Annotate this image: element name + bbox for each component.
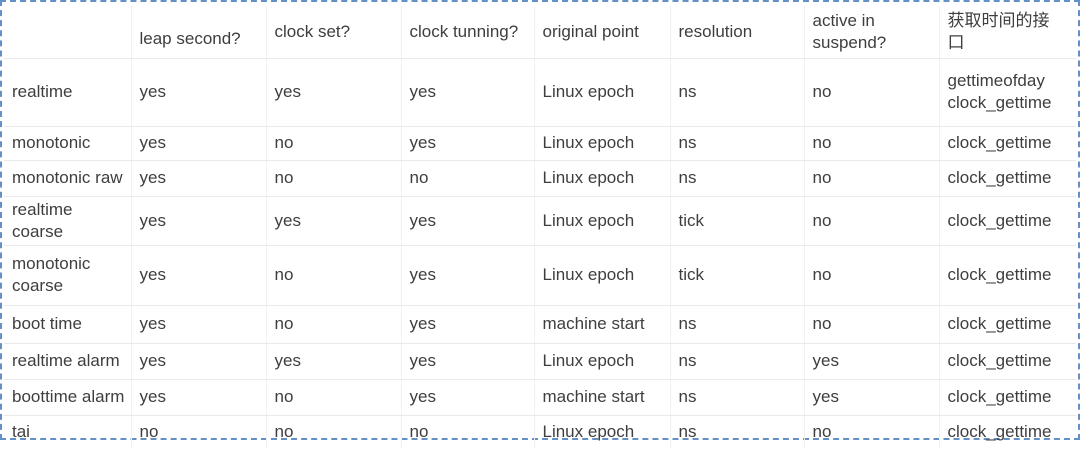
table-cell: no — [265, 379, 401, 416]
table-cell: clock_gettime — [938, 196, 1076, 246]
row-label: realtime alarm — [4, 343, 131, 380]
column-header-empty — [4, 6, 131, 59]
table-row-realtime: realtime yes yes yes Linux epoch ns no g… — [4, 58, 1076, 127]
column-header-leap-second: leap second? — [130, 6, 266, 59]
row-label: boottime alarm — [4, 379, 131, 416]
table-cell: yes — [400, 305, 534, 344]
table-cell: Linux epoch — [533, 160, 670, 197]
table-cell: yes — [803, 379, 939, 416]
table-cell: yes — [130, 245, 266, 306]
table-cell: Linux epoch — [533, 58, 670, 127]
table-cell: yes — [400, 58, 534, 127]
row-label: boot time — [4, 305, 131, 344]
table-cell: yes — [265, 343, 401, 380]
table-cell: yes — [130, 379, 266, 416]
table-cell: ns — [669, 343, 804, 380]
table-cell: yes — [400, 379, 534, 416]
table-cell: no — [265, 160, 401, 197]
table-row-monotonic-coarse: monotonic coarse yes no yes Linux epoch … — [4, 245, 1076, 306]
table-cell: yes — [803, 343, 939, 380]
table-header-row: leap second? clock set? clock tunning? o… — [4, 6, 1076, 59]
column-header-time-api-label: 获取时间的接口 — [947, 10, 1050, 52]
table-cell: yes — [130, 58, 266, 127]
table-cell: no — [803, 415, 939, 449]
table-cell: ns — [669, 126, 804, 161]
table-cell: clock_gettime — [938, 245, 1076, 306]
table-cell: yes — [400, 343, 534, 380]
table-cell: no — [803, 58, 939, 127]
table-cell: ns — [669, 305, 804, 344]
table-cell: no — [265, 245, 401, 306]
table-cell: machine start — [533, 379, 670, 416]
table-cell: Linux epoch — [533, 126, 670, 161]
table-cell: clock_gettime — [938, 343, 1076, 380]
column-header-resolution: resolution — [669, 6, 804, 59]
table-cell: tick — [669, 245, 804, 306]
table-cell: yes — [265, 196, 401, 246]
column-header-time-api: 获取时间的接口 — [938, 6, 1076, 59]
row-label: monotonic — [4, 126, 131, 161]
row-label: realtime coarse — [4, 196, 131, 246]
column-header-active-in-suspend: active in suspend? — [803, 6, 939, 59]
table-cell: ns — [669, 415, 804, 449]
table-cell: clock_gettime — [938, 415, 1076, 449]
table-cell: Linux epoch — [533, 343, 670, 380]
table-cell: ns — [669, 379, 804, 416]
table-cell: yes — [130, 305, 266, 344]
table-cell: machine start — [533, 305, 670, 344]
table-cell: no — [265, 126, 401, 161]
table-cell: no — [265, 305, 401, 344]
table-row-boot-time: boot time yes no yes machine start ns no… — [4, 305, 1076, 344]
table-cell: yes — [130, 343, 266, 380]
table-cell: clock_gettime — [938, 160, 1076, 197]
table-cell: yes — [400, 126, 534, 161]
table-cell: Linux epoch — [533, 196, 670, 246]
table-cell: no — [803, 126, 939, 161]
table-cell: yes — [130, 126, 266, 161]
table-cell: clock_gettime — [938, 126, 1076, 161]
table-cell: no — [400, 415, 534, 449]
linux-clock-comparison-table: leap second? clock set? clock tunning? o… — [4, 6, 1076, 449]
table-row-tai: tai no no no Linux epoch ns no clock_get… — [4, 415, 1076, 449]
table-cell: no — [400, 160, 534, 197]
table-cell: no — [130, 415, 266, 449]
table-row-monotonic-raw: monotonic raw yes no no Linux epoch ns n… — [4, 160, 1076, 197]
table-cell: yes — [400, 196, 534, 246]
table-cell: no — [265, 415, 401, 449]
row-label: monotonic coarse — [4, 245, 131, 306]
table-row-realtime-coarse: realtime coarse yes yes yes Linux epoch … — [4, 196, 1076, 246]
table-cell: clock_gettime — [938, 305, 1076, 344]
column-header-clock-tunning: clock tunning? — [400, 6, 534, 59]
column-header-leap-second-label: leap second? — [139, 28, 241, 48]
table-cell: yes — [400, 245, 534, 306]
table-cell: no — [803, 160, 939, 197]
column-header-original-point: original point — [533, 6, 670, 59]
table-row-realtime-alarm: realtime alarm yes yes yes Linux epoch n… — [4, 343, 1076, 380]
table-row-monotonic: monotonic yes no yes Linux epoch ns no c… — [4, 126, 1076, 161]
table-cell: no — [803, 245, 939, 306]
table-cell: no — [803, 305, 939, 344]
table-cell: yes — [265, 58, 401, 127]
row-label: monotonic raw — [4, 160, 131, 197]
table-cell: ns — [669, 58, 804, 127]
table-cell: ns — [669, 160, 804, 197]
table-cell: yes — [130, 196, 266, 246]
table-cell: no — [803, 196, 939, 246]
table-cell: gettimeofday clock_gettime — [938, 58, 1076, 127]
table-row-boottime-alarm: boottime alarm yes no yes machine start … — [4, 379, 1076, 416]
table-cell: Linux epoch — [533, 245, 670, 306]
column-header-clock-set: clock set? — [265, 6, 401, 59]
row-label: realtime — [4, 58, 131, 127]
table-cell: Linux epoch — [533, 415, 670, 449]
row-label: tai — [12, 422, 30, 442]
table-cell: yes — [130, 160, 266, 197]
table-cell: clock_gettime — [938, 379, 1076, 416]
table-cell: tick — [669, 196, 804, 246]
